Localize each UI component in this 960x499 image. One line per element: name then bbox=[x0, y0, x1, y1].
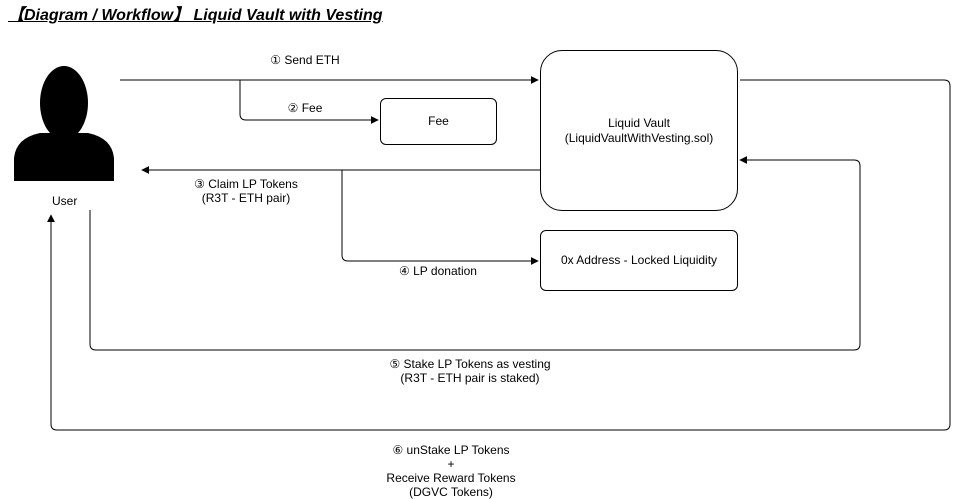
fee-label: ② Fee bbox=[287, 101, 323, 115]
stake-line2: (R3T - ETH pair is staked) bbox=[400, 371, 540, 385]
user-icon bbox=[14, 66, 114, 181]
claim-lp-line2: (R3T - ETH pair) bbox=[201, 191, 291, 205]
lp-donation-label: ④ LP donation bbox=[399, 264, 477, 278]
fee-box-label: Fee bbox=[428, 114, 449, 128]
unstake-line1: ⑥ unStake LP Tokens bbox=[392, 443, 510, 457]
unstake-line3: Receive Reward Tokens bbox=[386, 471, 516, 485]
locked-liquidity-label: 0x Address - Locked Liquidity bbox=[560, 253, 718, 267]
locked-liquidity-box: 0x Address - Locked Liquidity bbox=[540, 230, 738, 291]
stake-label: ⑤ Stake LP Tokens as vesting (R3T - ETH … bbox=[389, 357, 550, 385]
unstake-line2: + bbox=[447, 457, 455, 471]
diagram-title: 【Diagram / Workflow】 Liquid Vault with V… bbox=[8, 7, 383, 24]
claim-lp-line1: ③ Claim LP Tokens bbox=[194, 177, 298, 191]
vault-name: Liquid Vault bbox=[608, 115, 670, 130]
unstake-line4: (DGVC Tokens) bbox=[409, 485, 493, 499]
liquid-vault-box: Liquid Vault (LiquidVaultWithVesting.sol… bbox=[540, 50, 738, 211]
stake-line1: ⑤ Stake LP Tokens as vesting bbox=[389, 357, 551, 371]
user-label: User bbox=[52, 194, 78, 208]
claim-lp-label: ③ Claim LP Tokens (R3T - ETH pair) bbox=[194, 177, 298, 205]
unstake-label: ⑥ unStake LP Tokens + Receive Reward Tok… bbox=[386, 443, 515, 499]
fee-arrow bbox=[239, 80, 379, 124]
stake-arrow bbox=[89, 156, 861, 351]
fee-box: Fee bbox=[380, 98, 497, 145]
vault-contract: (LiquidVaultWithVesting.sol) bbox=[564, 130, 714, 145]
lp-donation-arrow bbox=[341, 170, 539, 265]
unstake-arrow bbox=[47, 79, 951, 431]
send-eth-label: ① Send ETH bbox=[270, 53, 340, 67]
